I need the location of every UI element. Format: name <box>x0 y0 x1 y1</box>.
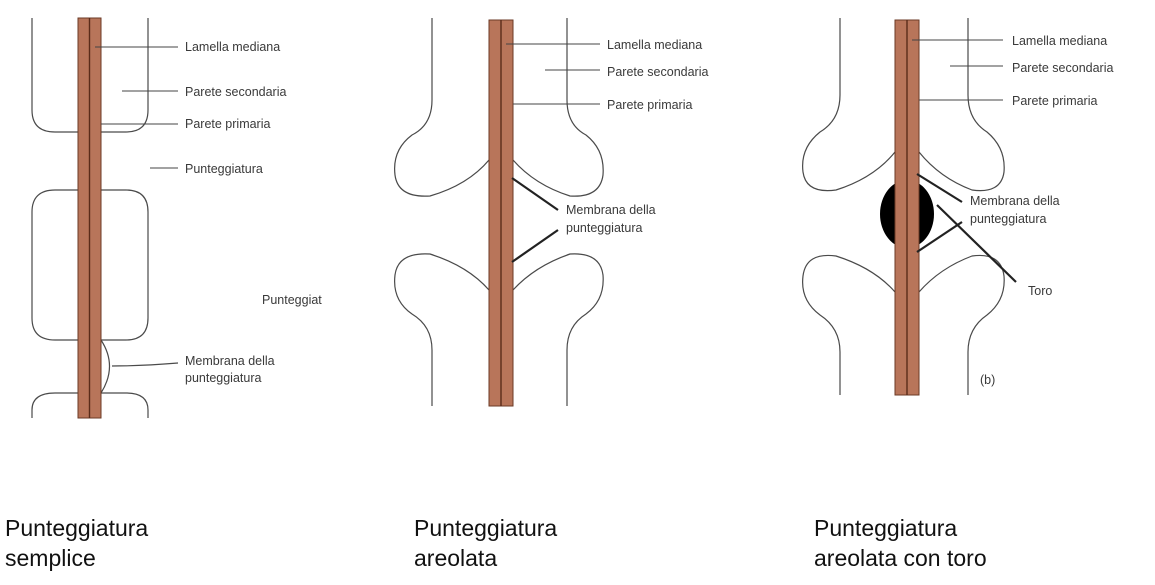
leader-line <box>916 221 963 253</box>
label-parete-secondaria: Parete secondaria <box>1012 61 1114 75</box>
caption-line: areolata con toro <box>814 545 987 571</box>
cell-outline <box>802 254 896 395</box>
label-membrana-line2: punteggiatura <box>566 221 643 235</box>
leader-line <box>916 173 963 203</box>
cell-outline <box>512 18 604 197</box>
cell-outline <box>101 392 149 418</box>
label-lamella-mediana: Lamella mediana <box>185 40 280 54</box>
leader-line <box>511 229 559 263</box>
label-parete-primaria: Parete primaria <box>185 117 270 131</box>
label-punteggiatura: Punteggiatura <box>185 162 263 176</box>
areolate-pit-drawing: Lamella mediana Parete secondaria Parete… <box>394 18 709 407</box>
label-membrana-line1: Membrana della <box>970 194 1060 208</box>
cell-outline <box>101 18 149 133</box>
label-parete-secondaria: Parete secondaria <box>607 65 709 79</box>
label-lamella-mediana: Lamella mediana <box>607 38 702 52</box>
cell-outline <box>802 18 896 192</box>
caption-line: Punteggiatura <box>5 515 149 541</box>
cell-outline <box>31 392 78 418</box>
leader-line <box>111 362 179 367</box>
label-parete-primaria: Parete primaria <box>1012 94 1097 108</box>
label-parete-primaria: Parete primaria <box>607 98 692 112</box>
cell-outline <box>394 253 490 406</box>
label-membrana-line2: punteggiatura <box>970 212 1047 226</box>
cell-outline <box>101 189 149 341</box>
cell-outline <box>512 253 604 406</box>
cell-outline <box>918 254 1005 395</box>
torus-pit-drawing: Lamella mediana Parete secondaria Parete… <box>802 18 1114 396</box>
cell-outline <box>918 18 1005 192</box>
panel-marker: (b) <box>980 373 995 387</box>
label-punteggiat-truncated: Punteggiat <box>262 293 322 307</box>
label-membrana-line1: Membrana della <box>185 354 275 368</box>
caption-line: areolata <box>414 545 498 571</box>
leader-line <box>511 177 559 211</box>
caption-torus-pit: Punteggiatura areolata con toro <box>814 513 987 573</box>
caption-line: Punteggiatura <box>414 515 558 541</box>
caption-simple-pit: Punteggiatura semplice <box>5 513 148 573</box>
caption-areolate-pit: Punteggiatura areolata <box>414 513 557 573</box>
label-membrana-line1: Membrana della <box>566 203 656 217</box>
label-parete-secondaria: Parete secondaria <box>185 85 287 99</box>
label-lamella-mediana: Lamella mediana <box>1012 34 1107 48</box>
label-membrana-line2: punteggiatura <box>185 371 262 385</box>
leader-line <box>936 204 1017 283</box>
label-toro: Toro <box>1028 284 1052 298</box>
cell-outline <box>31 18 78 133</box>
caption-line: Punteggiatura <box>814 515 958 541</box>
simple-pit-drawing: Lamella mediana Parete secondaria Parete… <box>31 17 322 419</box>
caption-line: semplice <box>5 545 96 571</box>
cell-outline <box>31 189 78 341</box>
cell-outline <box>394 18 490 197</box>
pit-membrane <box>100 339 111 394</box>
